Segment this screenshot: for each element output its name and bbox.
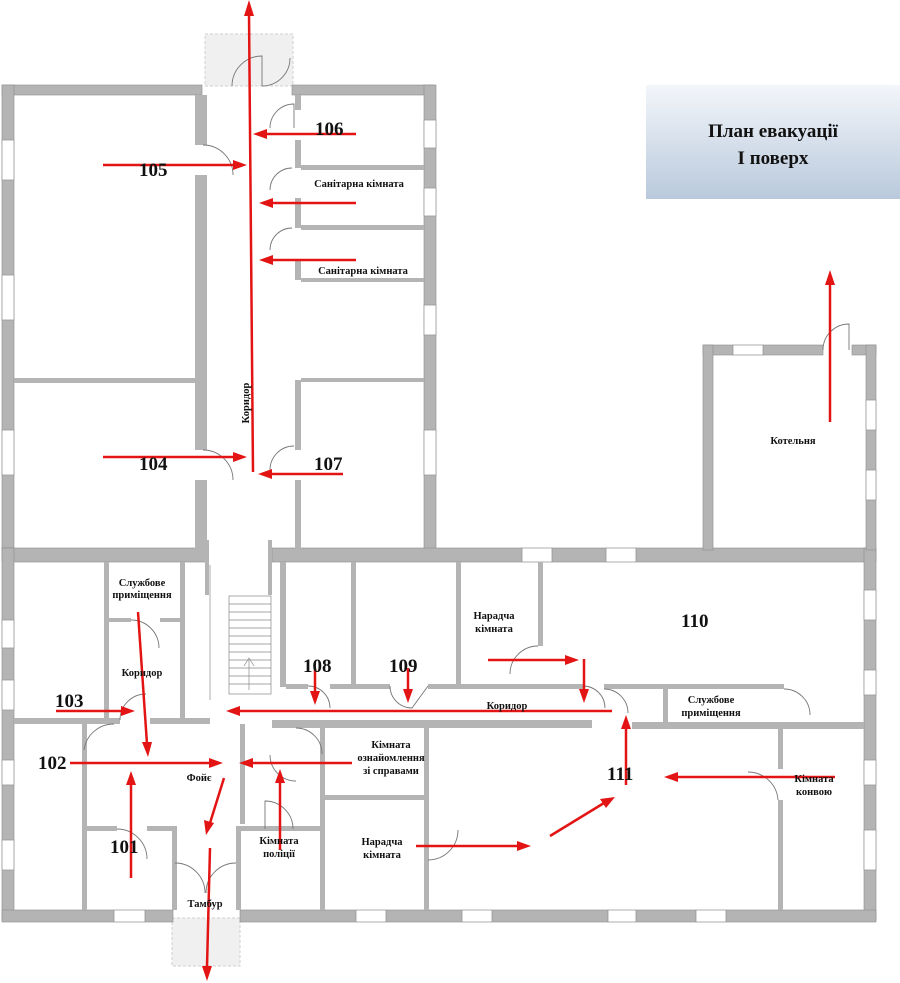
room-107-number: 107 [314, 454, 343, 475]
sanitary-room-1-label: Санітарна кімната [314, 179, 405, 190]
service-room-1-label-line2: приміщення [112, 590, 172, 601]
title-box: План евакуації І поверх [646, 85, 900, 199]
info-room-label-line1: Кімната [371, 740, 411, 751]
outer-walls [1, 84, 877, 923]
room-104-number: 104 [139, 454, 168, 475]
meeting-room-1-label-line1: Нарадча [474, 611, 516, 622]
vertical-corridor-label: Коридор [241, 383, 252, 424]
partitions [14, 95, 864, 910]
door-swings [83, 55, 850, 894]
room-101-number: 101 [110, 837, 139, 858]
room-102-number: 102 [38, 753, 67, 774]
main-corridor-label: Коридор [487, 701, 528, 712]
vestibule-label: Тамбур [187, 899, 222, 910]
room-111-number: 111 [607, 764, 633, 785]
room-109-number: 109 [389, 656, 418, 677]
meeting-room-2-label-line1: Нарадча [362, 837, 404, 848]
room-110-number: 110 [681, 611, 708, 632]
windows [1, 119, 877, 923]
left-corridor-label: Коридор [122, 668, 163, 679]
room-labels: Санітарна кімната Санітарна кімната Кори… [112, 179, 834, 910]
room-numbers: 105 106 104 107 103 102 101 108 109 110 … [38, 119, 708, 858]
info-room-label-line2: ознайомлення [357, 753, 425, 764]
title-line-2: І поверх [738, 148, 809, 169]
service-room-2-label-line2: приміщення [681, 708, 741, 719]
convoy-room-label-line1: Кімната [794, 774, 834, 785]
room-105-number: 105 [139, 160, 168, 181]
evacuation-arrows [56, 0, 835, 981]
meeting-room-1-label-line2: кімната [475, 624, 513, 635]
police-room-label-line1: Кімната [259, 836, 299, 847]
service-room-2-label-line1: Службове [688, 695, 735, 706]
staircase [209, 565, 272, 700]
boiler-room-label: Котельня [770, 436, 816, 447]
sanitary-room-2-label: Санітарна кімната [318, 266, 409, 277]
police-room-label-line2: поліції [263, 849, 295, 860]
convoy-room-label-line2: конвою [796, 787, 832, 798]
meeting-room-2-label-line2: кімната [363, 850, 401, 861]
info-room-label-line3: зі справами [363, 766, 419, 777]
room-106-number: 106 [315, 119, 344, 140]
room-103-number: 103 [55, 691, 84, 712]
foyer-label: Фойє [187, 773, 212, 784]
service-room-1-label-line1: Службове [119, 578, 166, 589]
title-line-1: План евакуації [708, 121, 838, 142]
room-108-number: 108 [303, 656, 332, 677]
